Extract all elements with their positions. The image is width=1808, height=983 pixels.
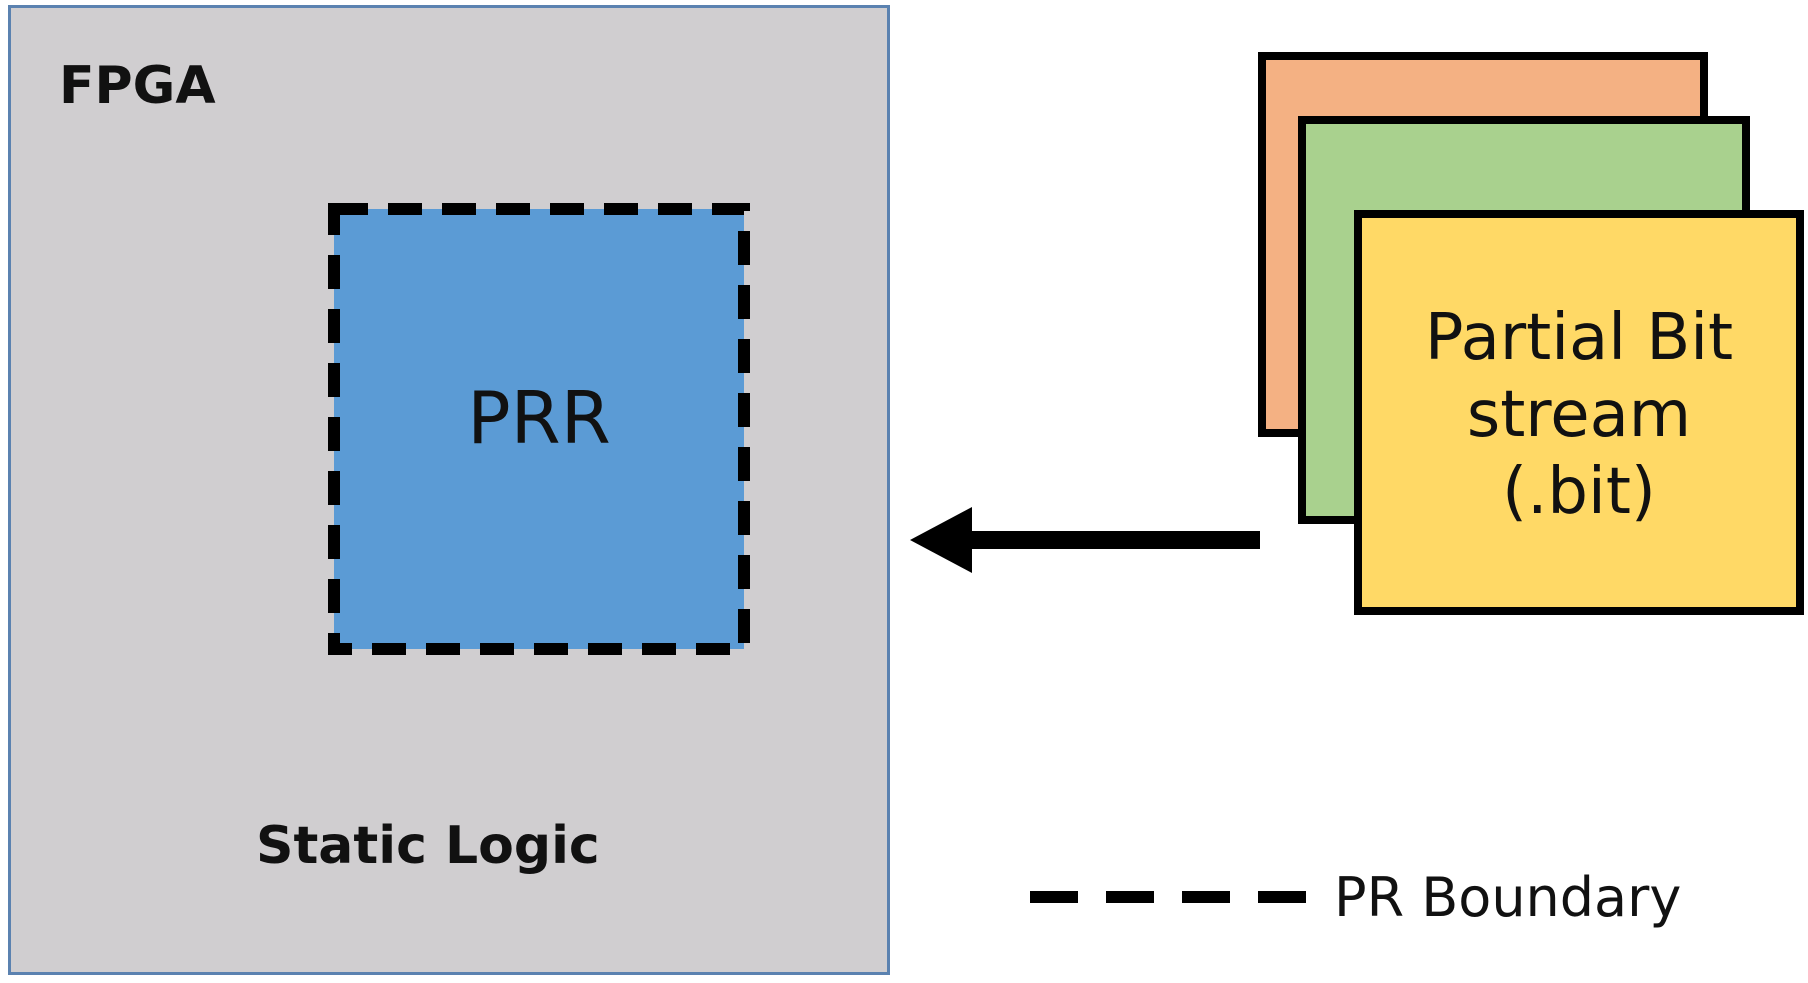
prr-fill xyxy=(328,203,750,655)
fpga-label: FPGA xyxy=(59,56,216,116)
bitstream-label-line1: Partial Bit xyxy=(1424,301,1734,376)
load-arrow xyxy=(910,507,1260,573)
arrow-head-icon xyxy=(910,507,972,573)
dashed-line-icon xyxy=(1030,891,1316,903)
legend-label: PR Boundary xyxy=(1334,865,1682,929)
prr-region xyxy=(328,203,750,655)
bitstream-label-line2: stream xyxy=(1466,378,1692,453)
bitstream-label-line3: (.bit) xyxy=(1502,454,1656,529)
static-logic-label: Static Logic xyxy=(256,816,600,876)
prr-label: PRR xyxy=(467,376,611,460)
legend: PR Boundary xyxy=(1030,862,1681,932)
bitstream-card-yellow: Partial Bit stream (.bit) xyxy=(1354,210,1804,615)
